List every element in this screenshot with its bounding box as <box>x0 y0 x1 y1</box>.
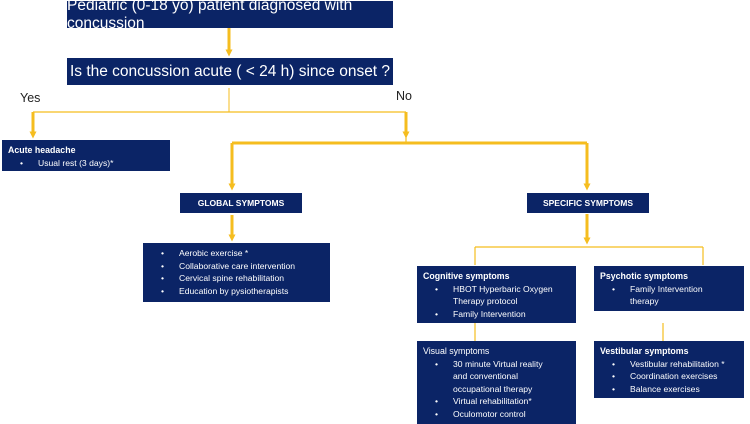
list-item: Vestibular rehabilitation * <box>600 358 738 371</box>
concussion-diagnosis-text: Pediatric (0-18 yo) patient diagnosed wi… <box>67 0 353 32</box>
list-item: Usual rest (3 days)* <box>8 157 164 170</box>
specific-symptoms-label: SPECIFIC SYMPTOMS <box>542 198 634 208</box>
no-label: No <box>396 89 412 103</box>
acute-onset-question-text: Is the concussion acute ( < 24 h) since … <box>69 62 391 80</box>
global-symptoms-list-box: Aerobic exercise * Collaborative care in… <box>143 243 330 302</box>
list-item: 30 minute Virtual reality <box>423 358 570 371</box>
cognitive-symptoms-title: Cognitive symptoms <box>423 271 510 281</box>
list-item: therapy <box>600 295 738 308</box>
list-item: Oculomotor control <box>423 408 570 421</box>
list-item: Collaborative care intervention <box>149 260 324 273</box>
list-item: HBOT Hyperbaric Oxygen <box>423 283 570 296</box>
list-item: Cervical spine rehabilitation <box>149 272 324 285</box>
list-item: Aerobic exercise * <box>149 247 324 260</box>
list-item: Family Intervention <box>423 308 570 321</box>
list-item-continuation: and conventional <box>453 371 518 382</box>
list-item-continuation: occupational therapy <box>453 383 533 394</box>
list-item: occupational therapy <box>423 383 570 396</box>
list-item: Family Intervention <box>600 283 738 296</box>
specific-symptoms-box: SPECIFIC SYMPTOMS <box>527 193 649 213</box>
list-item: Coordination exercises <box>600 370 738 383</box>
global-symptoms-label: GLOBAL SYMPTOMS <box>197 198 285 208</box>
list-item: Therapy protocol <box>423 295 570 308</box>
list-item: Education by pysiotherapists <box>149 285 324 298</box>
acute-headache-title: Acute headache <box>8 145 76 155</box>
psychotic-symptoms-title: Psychotic symptoms <box>600 271 688 281</box>
visual-symptoms-title: Visual symptoms <box>423 346 490 356</box>
acute-onset-question-box: Is the concussion acute ( < 24 h) since … <box>67 58 393 85</box>
visual-symptoms-box: Visual symptoms 30 minute Virtual realit… <box>417 341 576 424</box>
list-item: Balance exercises <box>600 383 738 396</box>
cognitive-symptoms-box: Cognitive symptoms HBOT Hyperbaric Oxyge… <box>417 266 576 323</box>
psychotic-symptoms-box: Psychotic symptoms Family Intervention t… <box>594 266 744 311</box>
vestibular-symptoms-box: Vestibular symptoms Vestibular rehabilit… <box>594 341 744 398</box>
global-symptoms-box: GLOBAL SYMPTOMS <box>180 193 302 213</box>
list-item-continuation: therapy <box>630 296 659 307</box>
yes-label: Yes <box>20 91 41 105</box>
acute-headache-box: Acute headache Usual rest (3 days)* <box>2 140 170 171</box>
list-item-continuation: Therapy protocol <box>453 296 518 307</box>
list-item: Virtual rehabilitation* <box>423 395 570 408</box>
concussion-diagnosis-box: Pediatric (0-18 yo) patient diagnosed wi… <box>67 0 393 32</box>
vestibular-symptoms-title: Vestibular symptoms <box>600 346 689 356</box>
list-item: and conventional <box>423 370 570 383</box>
